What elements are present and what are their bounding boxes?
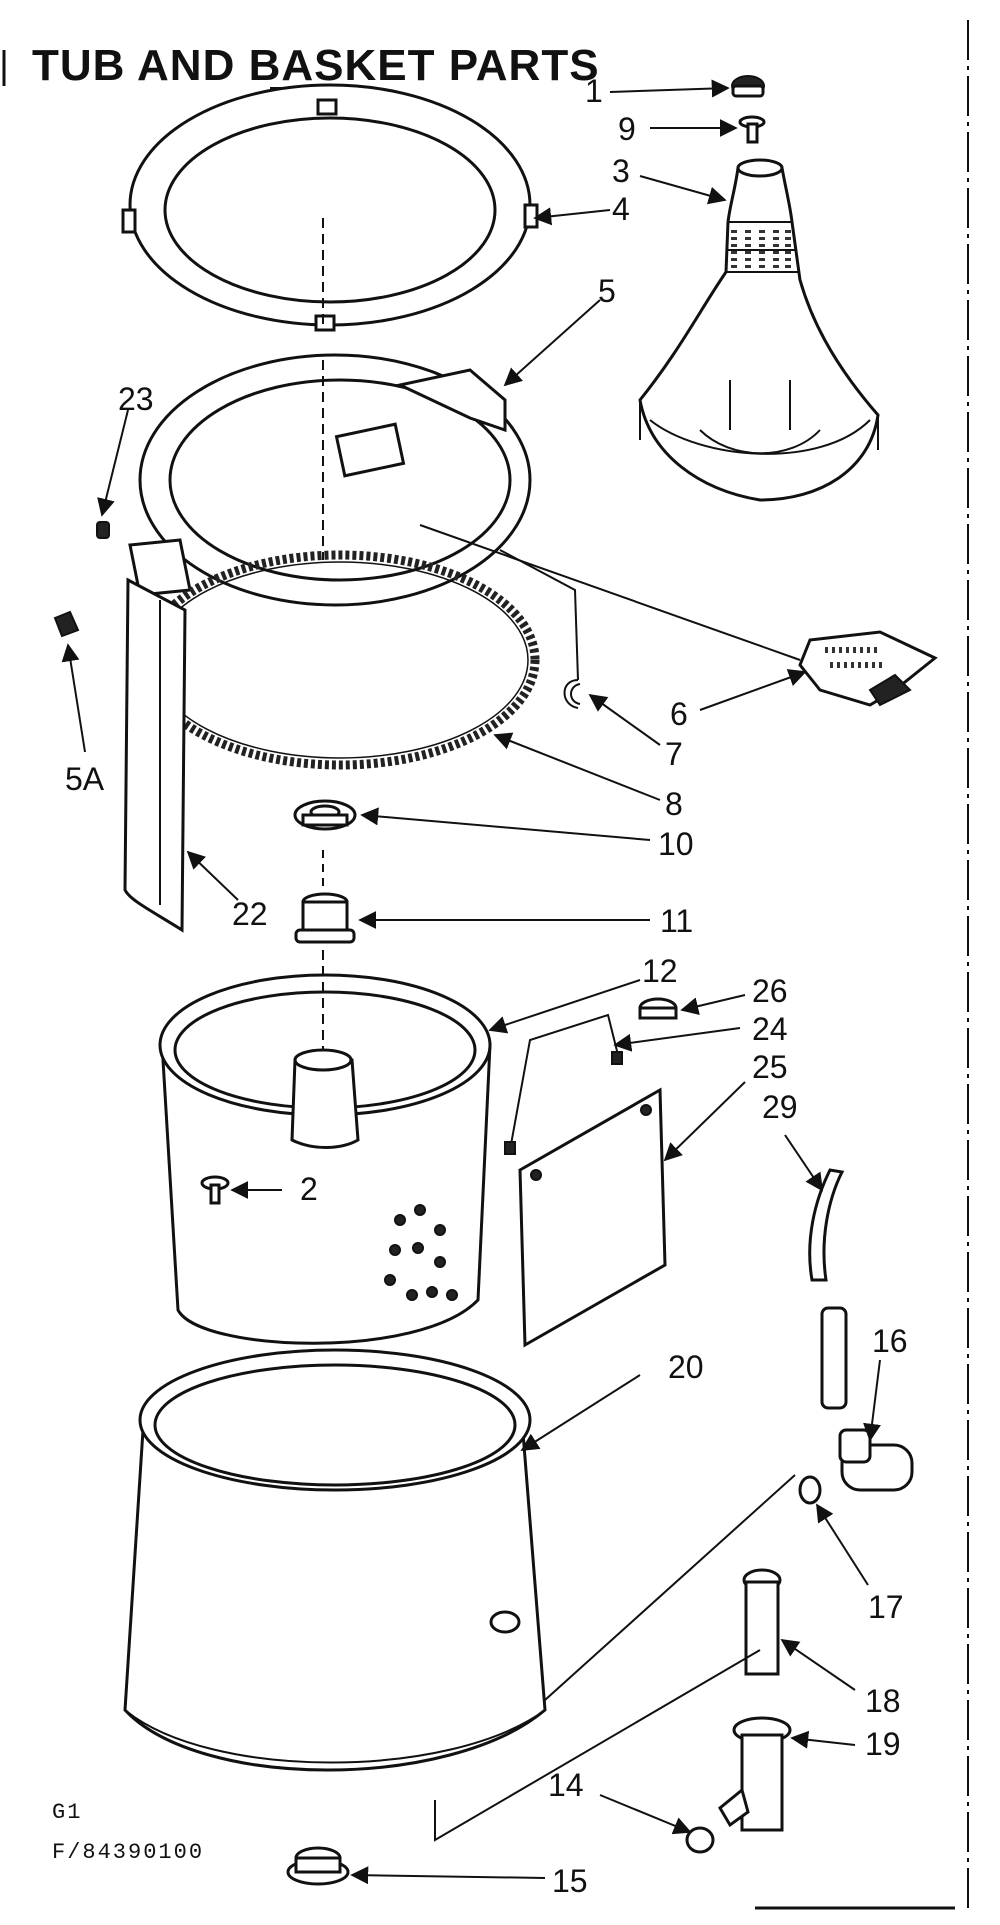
assembly-line-pump [544,1474,796,1701]
arrow-20 [520,1374,641,1451]
part-5-tub-ring [128,353,532,607]
callout-5: 5 [598,273,616,309]
callout-18: 18 [865,1683,901,1719]
arrow-5a [61,643,86,753]
part-26-plug [638,997,678,1020]
arrow-16 [863,1359,881,1442]
callout-12: 12 [642,953,678,989]
callout-7: 7 [665,736,683,772]
arrow-5 [503,299,601,387]
arrow-17 [816,1503,869,1586]
arrow-4 [533,207,611,226]
diagram-title: TUB AND BASKET PARTS [32,41,600,90]
arrow-6 [699,669,807,711]
callout-14: 14 [548,1767,584,1803]
callout-1: 1 [585,73,603,109]
part-25-panel [518,1087,667,1348]
part-9-bolt [738,115,766,144]
assembly-line-clip7 [499,549,579,681]
callout-29: 29 [762,1089,798,1125]
arrow-23 [97,409,129,517]
arrow-14 [599,1794,692,1835]
part-11-bushing [294,850,356,944]
arrow-19 [790,1730,856,1749]
callout-3: 3 [612,153,630,189]
callout-17: 17 [868,1589,904,1625]
part-23-clip [96,521,110,539]
callout-9: 9 [618,111,636,147]
callout-8: 8 [665,786,683,822]
assembly-line-dispenser [419,524,801,661]
part-18-hose [742,1568,782,1676]
arrow-25 [663,1081,746,1162]
part-3-agitator [638,158,880,502]
arrow-10 [360,807,651,841]
callout-20: 20 [668,1349,704,1385]
part-20-outer-tub [123,1348,547,1772]
arrow-26 [680,994,746,1016]
callout-5a: 5A [65,761,105,797]
part-29-hose [808,1168,848,1410]
part-7-clip [563,679,581,709]
arrow-29 [784,1134,824,1192]
part-14-cap [685,1826,715,1854]
arrow-12 [488,979,641,1034]
part-19-drain [718,1716,792,1832]
part-17-clamp [798,1475,822,1505]
part-10-nut [293,799,357,831]
callout-11: 11 [660,903,693,939]
arrow-1 [609,79,730,98]
callout-25: 25 [752,1049,788,1085]
part-16-pump [838,1428,914,1492]
callout-23: 23 [118,381,154,417]
diagram-code-line-2: F/84390100 [52,1840,204,1865]
callout-26: 26 [752,973,788,1009]
arrow-18 [780,1638,856,1691]
part-12-basket [158,950,492,1345]
callout-22: 22 [232,896,268,932]
part-4-ring [121,83,539,332]
callout-15: 15 [552,1863,588,1899]
callout-24: 24 [752,1011,788,1047]
callout-4: 4 [612,191,630,227]
assembly-line-drain [434,1649,761,1842]
callout-10: 10 [658,826,694,862]
part-6-dispenser [798,630,938,707]
arrow-3 [639,175,727,205]
part-1-agitator-cap [731,75,765,98]
callout-6: 6 [670,696,688,732]
part-24-bracket [504,1013,623,1155]
callout-19: 19 [865,1726,901,1762]
arrow-24 [613,1027,741,1052]
arrow-8 [493,732,661,801]
arrow-15 [350,1866,546,1885]
part-22-splash-guard [123,577,187,933]
part-5a-clip [53,610,80,638]
callout-16: 16 [872,1323,908,1359]
diagram-code-line-1: G1 [52,1800,82,1825]
callout-2: 2 [300,1171,318,1207]
part-15-foot [286,1846,350,1886]
arrow-7 [588,693,661,746]
part-2-screw [200,1175,230,1205]
arrow-22 [186,850,239,901]
